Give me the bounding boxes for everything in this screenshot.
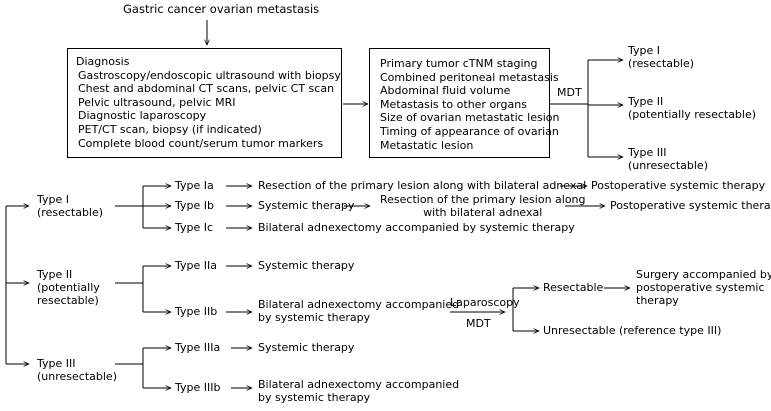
diagnosis-item: PET/CT scan, biopsy (if indicated) [78,122,262,136]
group-line: Type I [37,193,70,206]
flowchart-title: Gastric cancer ovarian metastasis [123,2,320,16]
treatment-line: Bilateral adnexectomy accompanied [258,298,460,311]
subtype-iia: Type IIa [175,259,217,272]
type-name: Type II [628,95,664,108]
group-type-i: Type I (resectable) [37,193,103,219]
staging-factor: Timing of appearance of ovarian [380,124,559,138]
type-description: (resectable) [628,57,695,70]
unresectable-outcome: Unresectable (reference type III) [543,324,722,337]
subtype-ib: Type Ib [175,199,214,212]
type-description: (unresectable) [628,159,708,172]
type-name: Type I [628,44,661,57]
treatment-ib-resection: Resection of the primary lesion along wi… [380,193,586,219]
staging-factor: Primary tumor cTNM staging [380,57,538,70]
group-line: Type III [37,357,76,370]
treatment-line: postoperative systemic [636,281,765,294]
subtype-iib: Type IIb [175,305,218,318]
treatment-ia-postoperative: Postoperative systemic therapy [591,179,766,192]
treatment-ib-postoperative: Postoperative systemic therapy [610,199,771,212]
treatment-iia-systemic: Systemic therapy [258,259,355,272]
staging-factor: Metastatic lesion [380,138,474,152]
staging-factor: Abdominal fluid volume [380,84,511,98]
treatment-line: with bilateral adnexal [423,206,543,219]
group-type-iii: Type III (unresectable) [37,357,117,383]
treatment-line: by systemic therapy [258,391,371,404]
mdt-label-bottom: MDT [466,317,491,330]
staging-factor: Combined peritoneal metastasis [380,70,559,84]
diagnosis-item: Complete blood count/serum tumor markers [78,136,324,150]
staging-factor: Metastasis to other organs [380,97,527,111]
treatment-line: therapy [636,294,679,307]
diagnosis-item: Gastroscopy/endoscopic ultrasound with b… [78,68,341,82]
staging-factor: Size of ovarian metastatic lesion [380,111,560,125]
treatment-line: Bilateral adnexectomy accompanied [258,378,460,391]
treatment-line: by systemic therapy [258,311,371,324]
group-line: (potentially [37,281,100,294]
treatment-iiib-adnexectomy: Bilateral adnexectomy accompanied by sys… [258,378,459,404]
treatment-line: Resection of the primary lesion along [380,193,586,206]
type-name: Type III [628,146,667,159]
treatment-ia-resection: Resection of the primary lesion along wi… [258,179,587,192]
treatment-iiia-systemic: Systemic therapy [258,341,355,354]
type-iii-outcome: Type III (unresectable) [628,146,708,172]
type-ii-outcome: Type II (potentially resectable) [628,95,756,121]
subtype-ia: Type Ia [175,179,214,192]
diagnosis-heading: Diagnosis [76,55,130,68]
group-line: (unresectable) [37,370,117,383]
mdt-label: MDT [557,86,582,99]
group-line: (resectable) [37,206,104,219]
diagnosis-box: Diagnosis Gastroscopy/endoscopic ultraso… [67,48,342,158]
subtype-ic: Type Ic [175,221,214,234]
treatment-iib-adnexectomy: Bilateral adnexectomy accompanied by sys… [258,298,459,324]
treatment-ib-systemic: Systemic therapy [258,199,355,212]
diagnosis-item: Diagnostic laparoscopy [78,109,207,123]
type-i-outcome: Type I (resectable) [628,44,694,70]
treatment-ic-adnexectomy: Bilateral adnexectomy accompanied by sys… [258,221,575,234]
laparoscopy-label: Laparoscopy [450,296,520,309]
group-line: Type II [37,268,73,281]
diagnosis-item: Chest and abdominal CT scans, pelvic CT … [78,82,335,96]
diagnosis-item: Pelvic ultrasound, pelvic MRI [78,95,236,109]
group-type-ii: Type II (potentially resectable) [37,268,100,307]
subtype-iiib: Type IIIb [175,381,221,394]
group-line: resectable) [37,294,99,307]
surgery-outcome: Surgery accompanied by postoperative sys… [636,268,771,307]
type-description: (potentially resectable) [628,108,757,121]
treatment-line: Surgery accompanied by [636,268,771,281]
resectable-outcome: Resectable [543,281,604,294]
staging-factors-box: Primary tumor cTNM staging Combined peri… [369,48,560,158]
subtype-iiia: Type IIIa [175,341,221,354]
